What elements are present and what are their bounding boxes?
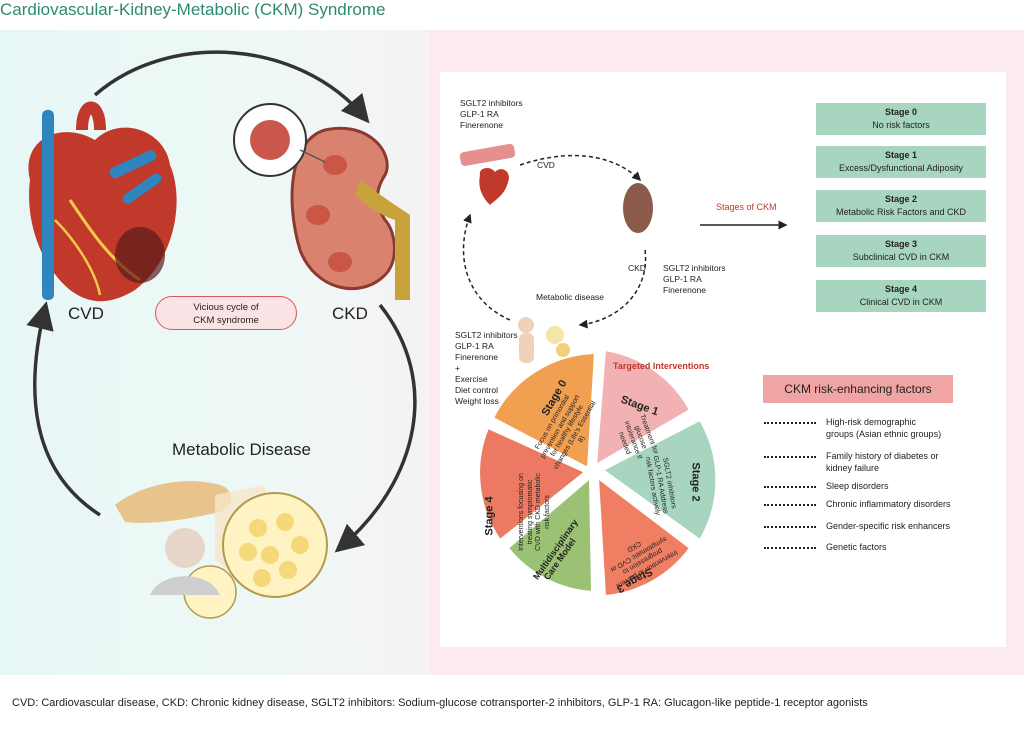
stages-of-ckm-label: Stages of CKM xyxy=(716,202,777,212)
ckd-drug-finerenone: Finerenone xyxy=(663,285,707,295)
risk-item-2: Sleep disorders xyxy=(764,480,889,492)
cycle-ckd-label: CKD xyxy=(628,263,646,273)
ckm-cycle xyxy=(459,143,788,363)
bottom-drugs: SGLT2 inhibitors GLP-1 RA Finerenone + E… xyxy=(455,330,518,407)
risk-item-1-line1: Family history of diabetes or xyxy=(826,451,939,461)
ckd-label: CKD xyxy=(332,304,368,323)
vicious-cycle-line1: Vicious cycle of xyxy=(193,302,259,313)
stage-3-name: Stage 3 xyxy=(884,239,917,249)
risk-factors-title: CKM risk-enhancing factors xyxy=(763,375,953,403)
risk-item-1-line2: kidney failure xyxy=(826,463,880,473)
targeted-interventions-title: Targeted Interventions xyxy=(613,361,710,371)
cycle-cvd-label: CVD xyxy=(537,160,555,170)
cycle-arrow-metabolic-cvd xyxy=(462,213,511,321)
stage-box-1: Stage 1 Excess/Dysfunctional Adiposity xyxy=(816,146,986,178)
top-drugs: SGLT2 inhibitors GLP-1 RA Finerenone xyxy=(460,98,523,131)
stage-1-desc: Excess/Dysfunctional Adiposity xyxy=(838,163,964,173)
stage-1-name: Stage 1 xyxy=(884,150,917,160)
risk-item-0-line2: groups (Asian ethnic groups) xyxy=(826,429,942,439)
cycle-arrow-ckd-metabolic xyxy=(578,249,647,329)
bottom-drug-sglt2: SGLT2 inhibitors xyxy=(455,330,518,340)
stage-box-3: Stage 3 Subclinical CVD in CKM xyxy=(816,235,986,267)
wheel-stage2-name: Stage 2 xyxy=(689,462,702,502)
stage-3-desc: Subclinical CVD in CKM xyxy=(852,252,950,262)
wheel-care xyxy=(506,475,594,594)
metabolic-illustration xyxy=(115,481,328,619)
stage-4-desc: Clinical CVD in CKM xyxy=(859,297,943,307)
ckd-drugs: SGLT2 inhibitors GLP-1 RA Finerenone xyxy=(663,263,726,296)
risk-item-4: Gender-specific risk enhancers xyxy=(764,520,950,532)
risk-item-3: Chronic inflammatory disorders xyxy=(764,498,951,510)
bottom-drug-finerenone: Finerenone xyxy=(455,352,499,362)
intervention-wheel xyxy=(478,348,718,598)
drug-finerenone: Finerenone xyxy=(460,120,504,130)
risk-item-2-line1: Sleep disorders xyxy=(826,481,889,491)
page-title: Cardiovascular-Kidney-Metabolic (CKM) Sy… xyxy=(0,0,386,19)
drug-sglt2: SGLT2 inhibitors xyxy=(460,98,523,108)
bottom-weight: Weight loss xyxy=(455,396,499,406)
ckd-drug-glp1: GLP-1 RA xyxy=(663,274,702,284)
cycle-metabolic-label: Metabolic disease xyxy=(536,292,605,302)
bottom-drug-glp1: GLP-1 RA xyxy=(455,341,494,351)
arrow-cvd-to-ckd xyxy=(93,50,370,124)
arrow-metabolic-to-cvd xyxy=(26,301,101,517)
risk-item-5: Genetic factors xyxy=(764,541,887,553)
wheel-stage0 xyxy=(491,351,597,470)
arrow-ckd-to-metabolic xyxy=(334,303,417,553)
wheel-stage1 xyxy=(594,348,692,467)
risk-item-0-line1: High-risk demographic xyxy=(826,417,917,427)
risk-item-0: High-risk demographic groups (Asian ethni… xyxy=(764,416,941,440)
risk-item-1: Family history of diabetes or kidney fail… xyxy=(764,450,939,474)
vicious-cycle-badge: Vicious cycle of CKM syndrome xyxy=(155,296,297,330)
stage-4-name: Stage 4 xyxy=(884,284,917,294)
wheel-stage4-text: Interventions focusing on treating sympt… xyxy=(518,473,551,551)
risk-item-4-line1: Gender-specific risk enhancers xyxy=(826,521,951,531)
stage-box-0: Stage 0 No risk factors xyxy=(816,103,986,135)
drug-glp1: GLP-1 RA xyxy=(460,109,499,119)
stage-2-desc: Metabolic Risk Factors and CKD xyxy=(835,207,967,217)
stage-0-name: Stage 0 xyxy=(884,107,917,117)
stage-0-desc: No risk factors xyxy=(872,120,930,130)
kidney-illustration xyxy=(233,103,410,300)
wheel-stage3 xyxy=(596,475,692,598)
wheel-stage4-name: Stage 4 xyxy=(483,496,496,536)
wheel-stage2 xyxy=(601,418,718,542)
vicious-cycle-line2: CKM syndrome xyxy=(193,315,259,326)
wheel-stage4 xyxy=(478,426,587,542)
heart-illustration xyxy=(28,101,177,302)
stage-2-name: Stage 2 xyxy=(884,194,917,204)
bottom-diet: Diet control xyxy=(455,385,498,395)
bottom-plus: + xyxy=(455,363,460,373)
ckd-drug-sglt2: SGLT2 inhibitors xyxy=(663,263,726,273)
footer-abbreviations: CVD: Cardiovascular disease, CKD: Chroni… xyxy=(12,697,868,709)
stage-box-2: Stage 2 Metabolic Risk Factors and CKD xyxy=(816,190,986,222)
metabolic-disease-label: Metabolic Disease xyxy=(172,440,311,459)
bottom-exercise: Exercise xyxy=(455,374,488,384)
stage-box-4: Stage 4 Clinical CVD in CKM xyxy=(816,280,986,312)
cvd-label: CVD xyxy=(68,304,104,323)
risk-item-5-line1: Genetic factors xyxy=(826,542,887,552)
risk-item-3-line1: Chronic inflammatory disorders xyxy=(826,499,951,509)
